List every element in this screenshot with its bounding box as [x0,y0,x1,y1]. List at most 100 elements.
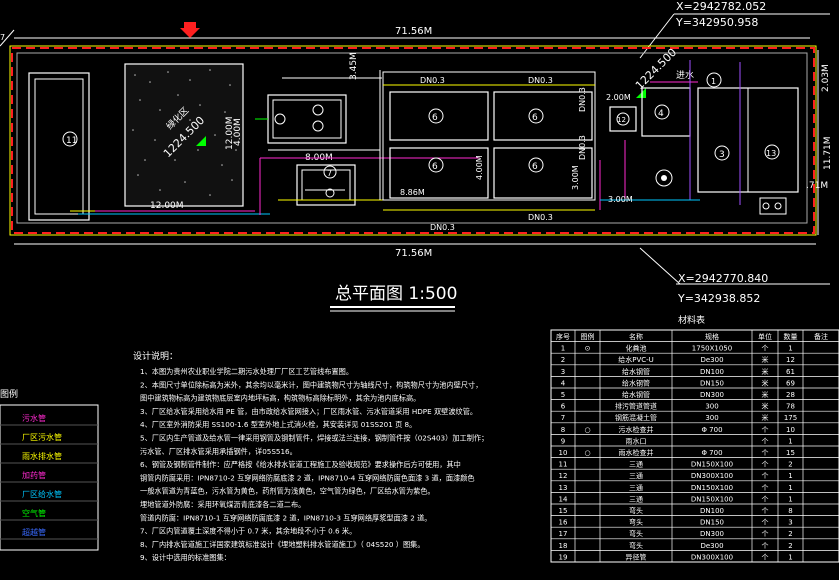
table-cell: 个 [762,495,769,503]
dim-right-2: 11.71M [823,136,833,170]
unit-4-tank [267,94,347,144]
svg-text:4: 4 [658,109,664,119]
coord-bot-y: Y=342938.852 [677,292,760,305]
table-cell: 1750X1050 [692,345,732,353]
legend-item: 厂区给水管 [22,489,62,499]
legend-heading: 图例 [0,388,18,400]
table-cell: 14 [559,495,568,503]
table-cell: 78 [786,403,795,411]
legend-item: 污水管 [22,413,46,423]
table-cell: DN150X100 [691,461,733,469]
svg-text:3: 3 [719,150,725,160]
note-line: 一般水管道为青蓝色，污水管为黄色，药剂管为浅黄色，空气管为绿色，厂区给水管为紫色… [140,487,435,496]
coord-top-y: Y=342950.958 [675,16,758,29]
unit-4-right [641,87,691,137]
svg-text:7: 7 [327,169,332,178]
table-cell: 米 [762,413,769,422]
table-cell: 个 [762,507,769,515]
legend-item: 厂区污水管 [22,432,62,442]
table-header-cell: 名称 [629,332,643,341]
table-cell: 三通 [629,460,643,469]
svg-text:13: 13 [766,149,776,158]
table-cell: DN300X100 [691,553,733,561]
legend-box [0,404,99,551]
legend-item: 空气管 [22,508,46,518]
table-cell: 1 [788,553,792,561]
table-cell: Φ 700 [701,449,722,457]
table-cell: 个 [762,553,769,561]
svg-text:DN0.3: DN0.3 [430,223,455,232]
note-line: 1、本图为贵州农业职业学院二期污水处理厂厂区工艺管线布置图。 [140,367,353,376]
table-cell: 弯头 [629,506,643,515]
svg-text:DN0.3: DN0.3 [420,76,445,85]
table-cell: 异径管 [626,552,647,561]
table-cell: 个 [762,426,769,434]
drawing-title: 总平面图 1:500 [335,284,457,304]
legend-item: 雨水排水管 [22,451,62,461]
svg-text:11: 11 [66,136,77,146]
site-boundary-red [11,47,815,234]
table-cell: 雨水检查井 [619,448,654,457]
table-cell: 1 [561,345,565,353]
dim-12m-bottom: 12.00M [150,201,184,211]
table-cell: 2 [788,542,792,550]
dim-12m-side: 12.00M [225,116,235,150]
dim-4m: 4.00M [233,118,243,146]
table-cell: 1 [788,484,792,492]
site-boundary [9,45,817,236]
table-cell: 10 [559,449,568,457]
table-cell: 三通 [629,494,643,503]
note-line: 7、厂区内管道覆土深度不得小于 0.7 米，其余地段不小于 0.6 米。 [140,527,356,536]
table-cell: 弯头 [629,541,643,550]
table-cell: 8 [561,426,565,434]
table-cell: 18 [559,542,568,550]
table-cell: 17 [559,530,568,538]
table-cell: 19 [559,553,568,561]
dim-bottom-label: 71.56M [395,248,432,259]
table-cell: 给水钢管 [622,390,650,399]
table-cell: DN300 [700,530,724,538]
svg-text:DN0.3: DN0.3 [528,213,553,222]
svg-text:DN0.3: DN0.3 [528,76,553,85]
dim-2m: 2.00M [606,93,631,102]
table-cell: DN100 [700,507,724,515]
table-cell: 1 [788,495,792,503]
table-cell: 米 [762,367,769,376]
table-cell: 污水检查井 [619,425,654,434]
table-cell: 米 [762,355,769,364]
dim-right-3: .71M [806,181,828,191]
coord-bot-x: X=2942770.840 [678,272,768,285]
table-cell: 钢筋混凝土管 [615,413,657,422]
table-cell: 9 [561,437,565,445]
table-cell: 三通 [629,471,643,480]
table-cell: 1 [788,472,792,480]
table-header-cell: 规格 [705,332,719,341]
dim-4m-b: 4.00M [475,155,484,180]
table-cell: 175 [784,414,797,422]
table-cell: ○ [584,449,590,457]
note-line: 图中建筑物标高为建筑物底层室内地坪标高，构筑物标高除标明外，其余为池内底标高。 [140,394,420,403]
table-cell: 69 [786,379,795,387]
table-cell: 弯头 [629,518,643,527]
unit-12-box [609,106,637,132]
table-cell: 4 [561,379,566,387]
table-cell: 16 [559,519,568,527]
svg-text:12: 12 [617,116,626,124]
legend-item: 加药管 [22,470,46,480]
table-cell: 11 [559,461,568,469]
notes-heading: 设计说明： [133,350,178,362]
table-cell: 12 [786,356,795,364]
table-cell: 个 [762,542,769,550]
note-line: 8、厂内排水管道施工详国家建筑标准设计《埋地塑料排水管道施工》（ 04S520 … [140,540,425,549]
table-cell: 1 [788,437,792,445]
svg-text:1: 1 [711,77,716,86]
dim-top-label: 71.56M [395,26,432,37]
table-cell: 13 [559,484,568,492]
table-cell: ⊙ [585,345,591,353]
table-cell: 3 [561,368,565,376]
table-cell: DN150X100 [691,484,733,492]
table-cell: 7 [561,414,565,422]
table-cell: 2 [788,530,792,538]
table-cell: 化粪池 [626,344,647,353]
table-cell: DN300X100 [691,472,733,480]
